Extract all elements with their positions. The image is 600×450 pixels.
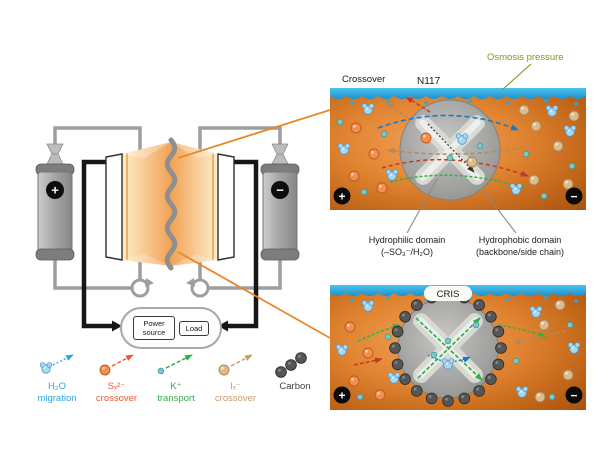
legend-formula: Iₓ⁻ [230,381,241,392]
blocked-polysulfide-arrow [353,357,383,366]
legend-item-carbon: Carbon [266,350,324,406]
membrane-wavy-line [164,137,178,271]
svg-text:−: − [570,389,577,403]
wire-arrow-left [112,320,122,332]
legend-item-polyiodide: Iₓ⁻ crossover [207,350,265,406]
polyiodide-crossover-icon [218,354,253,376]
legend-action: crossover [214,393,257,405]
hydrophilic-domain-label: Hydrophilic domain (–SO₃⁻/H₂O) [368,235,446,257]
legend-formula: Carbon [279,381,311,392]
positive-side-badge: + [333,187,351,205]
polysulfide-crossover-icon [99,354,134,376]
legend-action: transport [157,393,195,405]
carbon-icon [275,352,307,378]
crossover-out-arrow-red [405,96,431,113]
left-tank-sign: + [51,183,59,198]
crossover-out-arrow-tan [385,102,409,119]
power-source-box: Power source [133,316,175,340]
legend-item-water: H₂O migration [28,350,86,406]
legend-item-potassium: K⁺ transport [147,350,205,406]
svg-text:+: + [338,389,345,403]
negative-side-badge: − [565,187,583,205]
electrode-plate-left [105,153,123,261]
left-tank: + [35,143,75,261]
polyiodide-crossover-arrow [387,145,531,155]
crossover-arrows [377,96,531,189]
legend-formula: Sₓ²⁻ [107,381,126,392]
potassium-channel-arrow [415,317,483,381]
right-tank-sign: − [276,183,284,198]
positive-terminal-badge [46,181,64,199]
pump-left [130,278,154,298]
osmosis-pressure-label: Osmosis pressure [487,52,564,63]
membrane-cell [105,137,235,271]
positive-side-badge: + [333,386,351,404]
potassium-transport-arrow [389,174,525,189]
power-load-unit: Power source Load [120,307,222,349]
membrane-name-n117: N117 [417,76,441,87]
hydrophobic-domain-label: Hydrophobic domain (backbone/side chain) [475,235,565,257]
water-migration-icon [39,354,74,374]
potassium-exit-arrow [497,324,547,338]
blocked-polyiodide-arrow [513,330,567,345]
svg-text:−: − [570,190,577,204]
electrode-plate-right [217,153,235,261]
svg-text:CRIS: CRIS [437,289,460,300]
cris-panel: CRIS + − [330,285,586,410]
right-tank: − [260,143,300,261]
legend-action: crossover [95,393,138,405]
legend: H₂O migration Sₓ²⁻ crossover K⁺ transpor… [28,350,324,406]
cris-label: CRIS [424,286,472,301]
legend-action: migration [37,393,77,405]
channel-arrow [427,123,475,173]
negative-terminal-badge [271,181,289,199]
negative-side-badge: − [565,386,583,404]
load-box: Load [179,320,209,336]
potassium-transport-icon [157,354,193,375]
legend-formula: H₂O [48,381,66,392]
legend-item-polysulfide: Sₓ²⁻ crossover [88,350,146,406]
legend-formula: K⁺ [170,381,182,392]
crossover-label: Crossover [342,74,386,85]
pump-right [186,278,210,298]
n117-panel: + − [330,88,586,210]
water-migration-arrow [377,114,519,131]
svg-text:+: + [338,190,345,204]
